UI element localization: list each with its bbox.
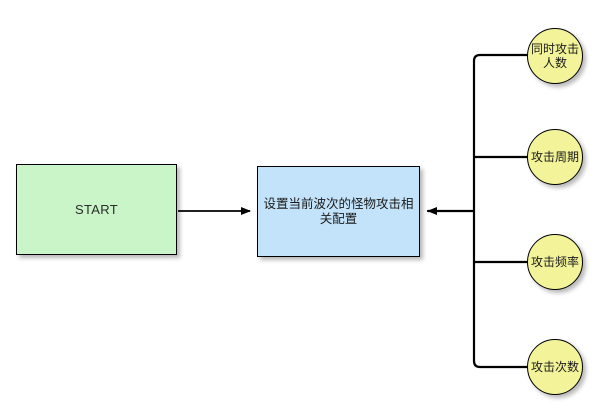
node-start[interactable]: START	[16, 164, 177, 255]
edge-parameters-to-config	[426, 53, 530, 369]
node-attack-count-label: 攻击次数	[530, 359, 579, 374]
node-attack-cycle[interactable]: 攻击周期	[527, 129, 583, 185]
node-start-label: START	[75, 201, 118, 217]
node-attack-frequency[interactable]: 攻击频率	[527, 234, 583, 290]
node-attack-count[interactable]: 攻击次数	[527, 339, 583, 395]
node-concurrent-attackers-label: 同时攻击人数	[530, 41, 579, 70]
node-config-label: 设置当前波次的怪物攻击相关配置	[263, 196, 414, 226]
node-attack-cycle-label: 攻击周期	[530, 149, 579, 164]
node-concurrent-attackers[interactable]: 同时攻击人数	[527, 28, 583, 84]
node-attack-frequency-label: 攻击频率	[530, 254, 579, 269]
node-config[interactable]: 设置当前波次的怪物攻击相关配置	[257, 166, 420, 257]
